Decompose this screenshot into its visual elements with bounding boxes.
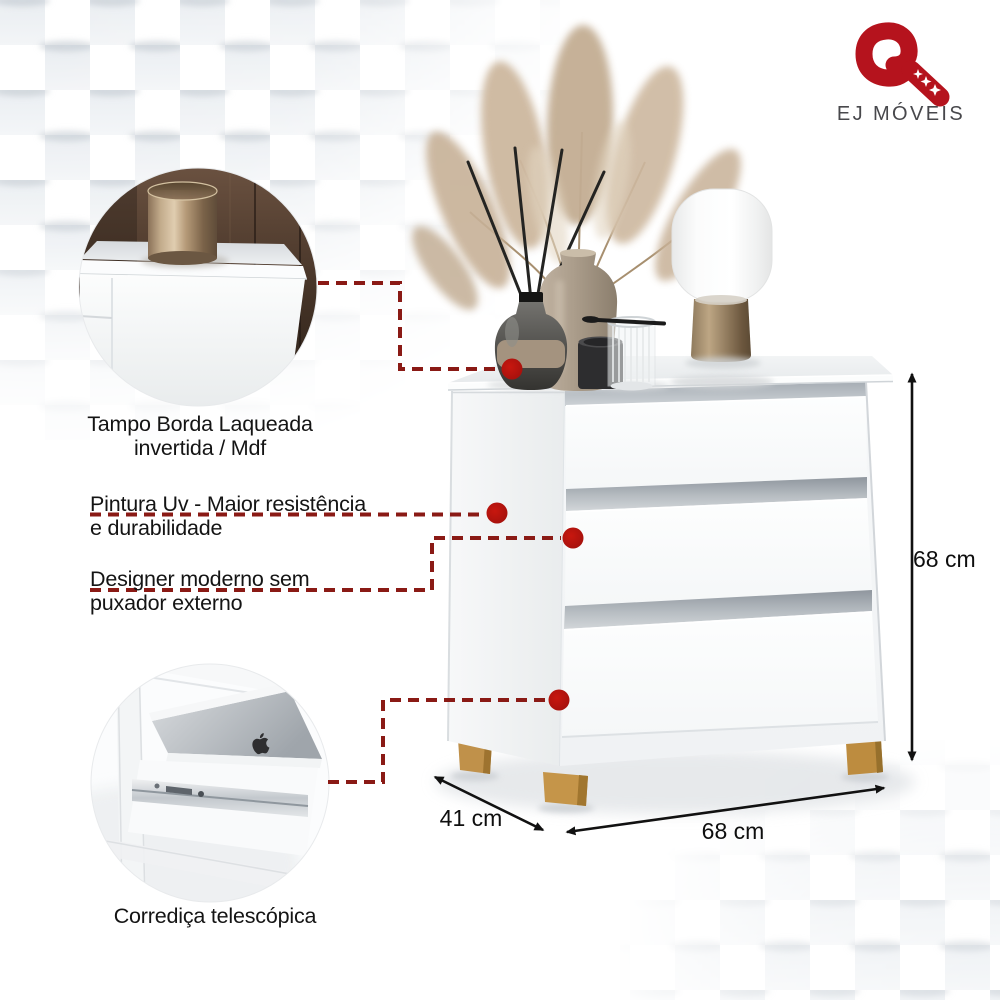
decor-items: [412, 25, 774, 391]
width-arrow: [565, 784, 886, 836]
logo-stars-icon: [913, 69, 941, 96]
feature-label-designer-line2: puxador externo: [90, 591, 243, 615]
feature-dot-pintura: [486, 502, 508, 524]
feature-dot-designer: [562, 527, 584, 549]
dimension-depth: 41 cm: [439, 805, 503, 831]
connector-designer: [90, 536, 561, 592]
feature-label-corredica: Corrediça telescópica: [80, 904, 350, 928]
feature-label-pintura-line1: Pintura Uv - Maior resistência: [90, 492, 366, 516]
dimension-arrows: [433, 372, 917, 836]
detail-circle-bottom: [90, 663, 330, 903]
connector-corredica: [328, 698, 547, 784]
feature-label-tampo: Tampo Borda Laqueada invertida / Mdf: [60, 412, 340, 460]
apple-logo-icon: [252, 733, 270, 755]
dresser-side-panel: [448, 391, 565, 766]
ej-moveis-logo-icon: [855, 22, 950, 107]
telescopic-rail: [131, 779, 309, 817]
lamp-base-closeup: [147, 181, 218, 265]
stirrer-spoon: [582, 316, 666, 326]
dimension-height: 68 cm: [913, 546, 976, 572]
dimension-width: 68 cm: [701, 818, 765, 844]
feature-label-pintura-line2: e durabilidade: [90, 516, 223, 540]
glass-cup: [582, 316, 666, 391]
dresser: [447, 356, 894, 813]
feature-dots: [486, 358, 584, 711]
drawer-1: [566, 396, 867, 489]
drawer-groove-1: [566, 477, 867, 511]
feature-label-tampo-line2: invertida / Mdf: [133, 436, 267, 460]
feature-label-pintura: Pintura Uv - Maior resistência e durabil…: [90, 492, 420, 540]
connectors: [90, 281, 561, 784]
floor-shadow: [435, 750, 915, 814]
brand-name: EJ MÓVEIS: [836, 103, 966, 125]
feature-dot-tampo: [501, 358, 523, 380]
feature-label-designer: Designer moderno sem puxador externo: [90, 567, 420, 615]
depth-arrow: [433, 775, 545, 832]
feature-label-corredica-text: Corrediça telescópica: [113, 904, 317, 928]
feature-dot-corredica: [548, 689, 570, 711]
drawer-3: [562, 611, 878, 737]
drawer-groove-2: [564, 590, 872, 629]
table-lamp: [671, 188, 773, 369]
feature-label-designer-line1: Designer moderno sem: [90, 567, 310, 591]
drawer-2: [565, 498, 872, 606]
feature-label-tampo-line1: Tampo Borda Laqueada: [87, 412, 313, 436]
connector-tampo: [318, 281, 501, 371]
